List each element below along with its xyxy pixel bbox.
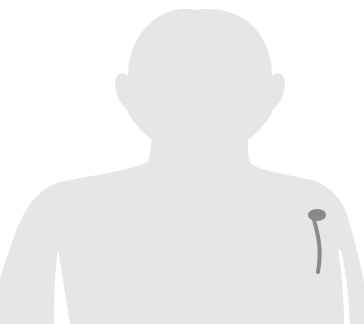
head (115, 9, 285, 156)
body-silhouette (0, 9, 364, 324)
cecum (308, 209, 326, 221)
